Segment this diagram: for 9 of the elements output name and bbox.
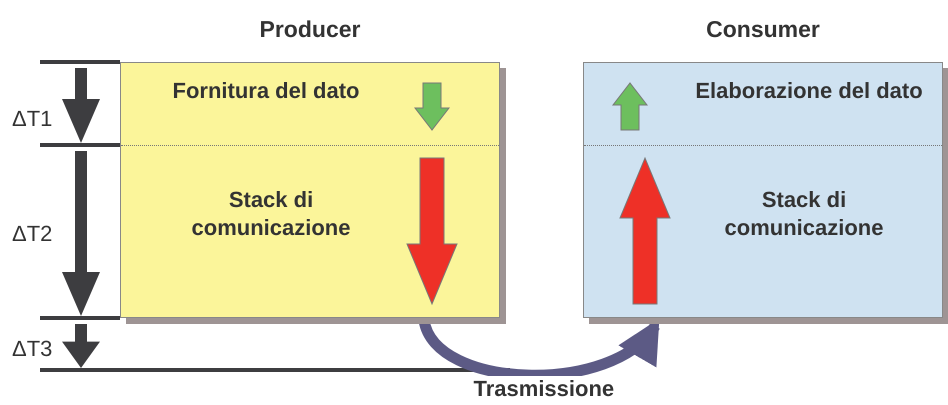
interval-label: ΔT1 xyxy=(12,106,52,132)
band-label: Fornitura del dato xyxy=(172,77,360,105)
panel-title: Producer xyxy=(258,16,362,43)
band-label: Stack di comunicazione xyxy=(724,186,884,242)
interval-label: ΔT3 xyxy=(12,336,52,362)
interval-label: ΔT2 xyxy=(12,221,52,247)
panel-title: Consumer xyxy=(705,16,821,43)
band-label: Elaborazione del dato xyxy=(694,77,924,105)
band-label: Stack di comunicazione xyxy=(190,186,352,242)
